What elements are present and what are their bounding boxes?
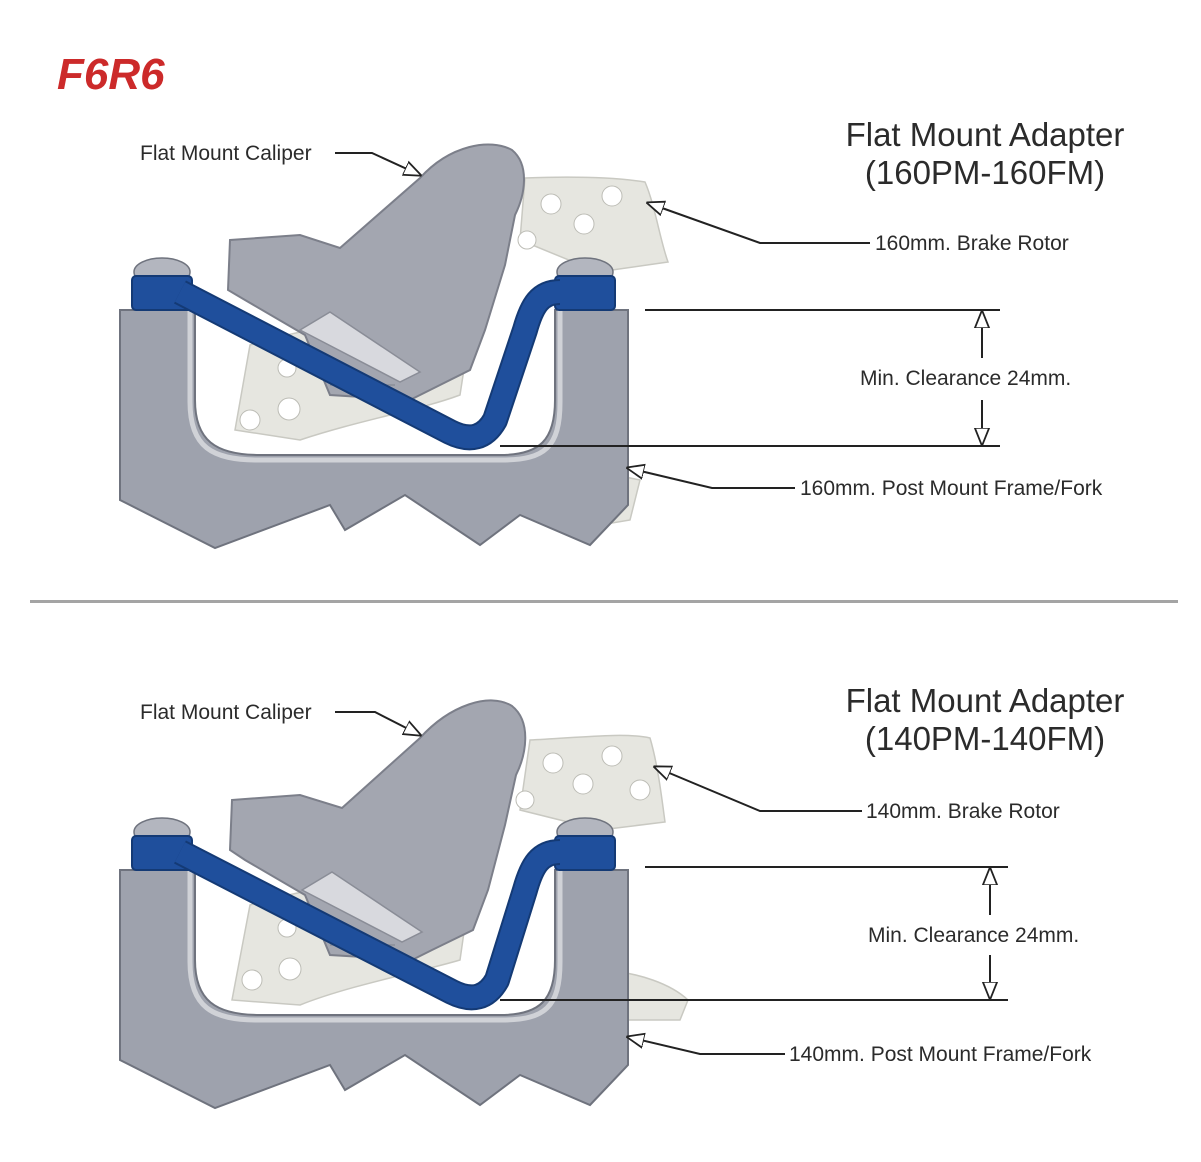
adapter-title: Flat Mount Adapter (140PM-140FM) xyxy=(800,682,1170,758)
brand-logo: F6R6 xyxy=(57,50,165,99)
adapter-title-line2: (140PM-140FM) xyxy=(864,720,1106,757)
clearance-dimension xyxy=(500,309,1000,447)
mount-bolt-right xyxy=(554,257,616,311)
adapter-title: Flat Mount Adapter (160PM-160FM) xyxy=(800,116,1170,192)
post-mount-frame xyxy=(119,869,629,1110)
caliper-label: Flat Mount Caliper xyxy=(140,142,312,165)
diagram-panel-140: Flat Mount Adapter (140PM-140FM) Flat Mo… xyxy=(0,560,1201,1120)
mount-bolt-right xyxy=(554,817,616,871)
adapter-title-line1: Flat Mount Adapter xyxy=(845,682,1125,719)
rotor-label: 160mm. Brake Rotor xyxy=(875,232,1069,255)
panel-divider xyxy=(30,600,1178,603)
flat-mount-adapter xyxy=(174,839,562,1011)
rotor-label: 140mm. Brake Rotor xyxy=(866,800,1060,823)
flat-mount-adapter xyxy=(174,279,562,451)
flat-mount-caliper xyxy=(228,699,527,962)
rotor-leader-line xyxy=(648,203,870,244)
frame-leader-line xyxy=(628,1037,785,1055)
adapter-diagram-160 xyxy=(119,143,1000,550)
adapter-title-line2: (160PM-160FM) xyxy=(864,154,1106,191)
adapter-diagram-140 xyxy=(119,699,1008,1110)
frame-label: 140mm. Post Mount Frame/Fork xyxy=(789,1043,1092,1066)
caliper-leader-line xyxy=(335,152,420,175)
caliper-leader-line xyxy=(335,711,420,735)
frame-leader-line xyxy=(628,468,795,489)
diagram-panel-160: Flat Mount Adapter (160PM-160FM) Flat Mo… xyxy=(0,0,1201,560)
clearance-dimension xyxy=(500,866,1008,1001)
rotor-leader-line xyxy=(655,767,862,812)
clearance-label: Min. Clearance 24mm. xyxy=(868,924,1080,947)
flat-mount-caliper xyxy=(226,143,525,402)
post-mount-frame xyxy=(119,309,629,550)
clearance-label: Min. Clearance 24mm. xyxy=(860,367,1072,390)
frame-label: 160mm. Post Mount Frame/Fork xyxy=(800,477,1103,500)
caliper-label: Flat Mount Caliper xyxy=(140,701,312,724)
adapter-title-line1: Flat Mount Adapter xyxy=(845,116,1125,153)
